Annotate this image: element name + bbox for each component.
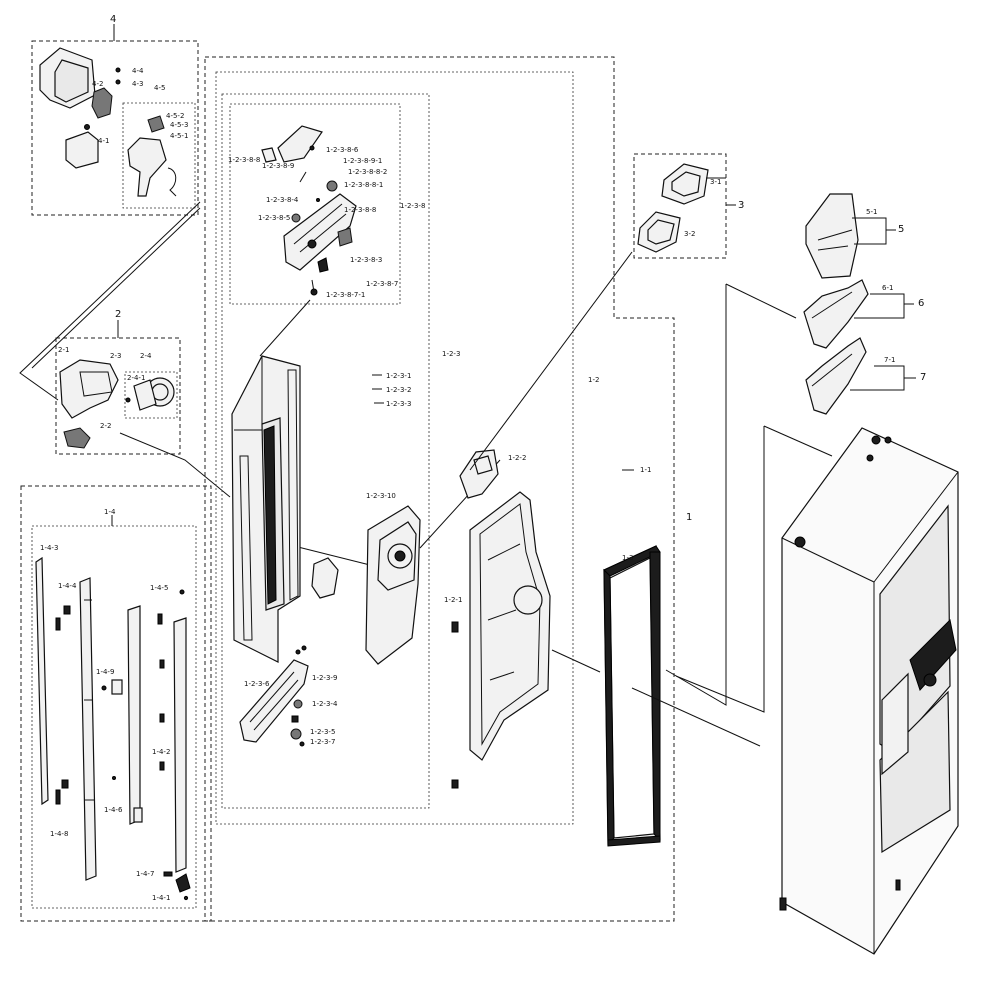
label-1-2-3-5: 1-2-3-5 bbox=[310, 728, 335, 736]
label-2-3: 2-3 bbox=[110, 352, 121, 360]
label-1-2-3-9: 1-2-3-9 bbox=[312, 674, 337, 682]
label-3-1: 3-1 bbox=[710, 178, 721, 186]
label-1-2-3-10: 1-2-3-10 bbox=[366, 492, 396, 500]
label-4-5-3: 4-5-3 bbox=[170, 121, 188, 129]
label-1-2-2: 1-2-2 bbox=[508, 454, 526, 462]
label-1-2-3-6: 1-2-3-6 bbox=[244, 680, 270, 688]
label-1-2-3-8: 1-2-3-8 bbox=[400, 202, 425, 210]
label-1-4-7: 1-4-7 bbox=[136, 870, 154, 878]
refrigerator-cabinet bbox=[779, 427, 959, 955]
label-1-2-3-8-4: 1-2-3-8-4 bbox=[266, 196, 299, 204]
label-1-2-3-8-7-1: 1-2-3-8-7-1 bbox=[326, 291, 365, 299]
label-5-1: 5-1 bbox=[866, 208, 877, 216]
label-1-2-3-8-7: 1-2-3-8-7 bbox=[366, 280, 398, 288]
label-4-5: 4-5 bbox=[154, 84, 165, 92]
label-4-2: 4-2 bbox=[92, 80, 103, 88]
label-1-4: 1-4 bbox=[104, 508, 116, 516]
label-2-2: 2-2 bbox=[100, 422, 111, 430]
label-1-2: 1-2 bbox=[588, 376, 599, 384]
label-6: 6 bbox=[918, 298, 924, 309]
group-3 bbox=[633, 153, 736, 259]
label-1-2-3-8-8: 1-2-3-8-8 bbox=[228, 156, 260, 164]
group-1-4 bbox=[20, 485, 212, 922]
label-1-4-3: 1-4-3 bbox=[40, 544, 58, 552]
label-3-2: 3-2 bbox=[684, 230, 695, 238]
group-1-3-parts bbox=[603, 545, 661, 847]
label-1-4-6: 1-4-6 bbox=[104, 806, 123, 814]
label-1-2-3-8-8-0: 1-2-3-8-8 bbox=[344, 206, 376, 214]
label-1-2-3-4: 1-2-3-4 bbox=[312, 700, 338, 708]
label-1-4-5: 1-4-5 bbox=[150, 584, 168, 592]
group-1-2-parts bbox=[451, 449, 551, 789]
label-7: 7 bbox=[920, 372, 926, 383]
label-1-2-3-2: 1-2-3-2 bbox=[386, 386, 411, 394]
label-1-2-3-8-3: 1-2-3-8-3 bbox=[350, 256, 382, 264]
label-1-2-3-8-5: 1-2-3-8-5 bbox=[258, 214, 290, 222]
label-1-1: 1-1 bbox=[640, 466, 651, 474]
label-1-2-3-7: 1-2-3-7 bbox=[310, 738, 335, 746]
label-1-2-3: 1-2-3 bbox=[442, 350, 460, 358]
label-1-2-3-8-9: 1-2-3-8-9 bbox=[262, 162, 294, 170]
label-1-2-3-8-8-1: 1-2-3-8-8-1 bbox=[344, 181, 383, 189]
label-4-5-1: 4-5-1 bbox=[170, 132, 188, 140]
label-1-2-3-1: 1-2-3-1 bbox=[386, 372, 411, 380]
label-2-4: 2-4 bbox=[140, 352, 152, 360]
label-1: 1 bbox=[686, 512, 692, 523]
group-1-2-3-parts bbox=[231, 355, 421, 747]
label-4-1: 4-1 bbox=[98, 137, 109, 145]
label-1-4-1: 1-4-1 bbox=[152, 894, 170, 902]
label-6-1: 6-1 bbox=[882, 284, 893, 292]
label-1-4-4: 1-4-4 bbox=[58, 582, 77, 590]
label-3: 3 bbox=[738, 200, 744, 211]
label-1-4-2: 1-4-2 bbox=[152, 748, 170, 756]
label-2: 2 bbox=[115, 309, 121, 320]
label-4-3: 4-3 bbox=[132, 80, 143, 88]
label-1-2-1: 1-2-1 bbox=[444, 596, 462, 604]
group-1 bbox=[204, 56, 675, 922]
label-1-2-3-3: 1-2-3-3 bbox=[386, 400, 411, 408]
label-1-3: 1-3 bbox=[622, 554, 633, 562]
label-4-4: 4-4 bbox=[132, 67, 144, 75]
label-4-5-2: 4-5-2 bbox=[166, 112, 184, 120]
label-7-1: 7-1 bbox=[884, 356, 895, 364]
group-1-2-3-8-parts bbox=[261, 125, 357, 296]
door-bins bbox=[803, 193, 869, 415]
label-1-2-3-8-6: 1-2-3-8-6 bbox=[326, 146, 359, 154]
label-2-4-1: 2-4-1 bbox=[127, 374, 145, 382]
group-4 bbox=[31, 24, 199, 216]
label-2-1: 2-1 bbox=[58, 346, 69, 354]
label-1-2-3-8-9-1: 1-2-3-8-9-1 bbox=[343, 157, 382, 165]
label-1-4-8: 1-4-8 bbox=[50, 830, 68, 838]
label-1-2-3-8-8-2: 1-2-3-8-8-2 bbox=[348, 168, 387, 176]
label-4: 4 bbox=[110, 14, 116, 25]
group-2 bbox=[55, 320, 181, 455]
label-5: 5 bbox=[898, 224, 904, 235]
label-1-4-9: 1-4-9 bbox=[96, 668, 114, 676]
callout-labels: 4 4-4 4-3 4-2 4-1 4-5 4-5-2 4-5-3 4-5-1 … bbox=[40, 14, 926, 902]
